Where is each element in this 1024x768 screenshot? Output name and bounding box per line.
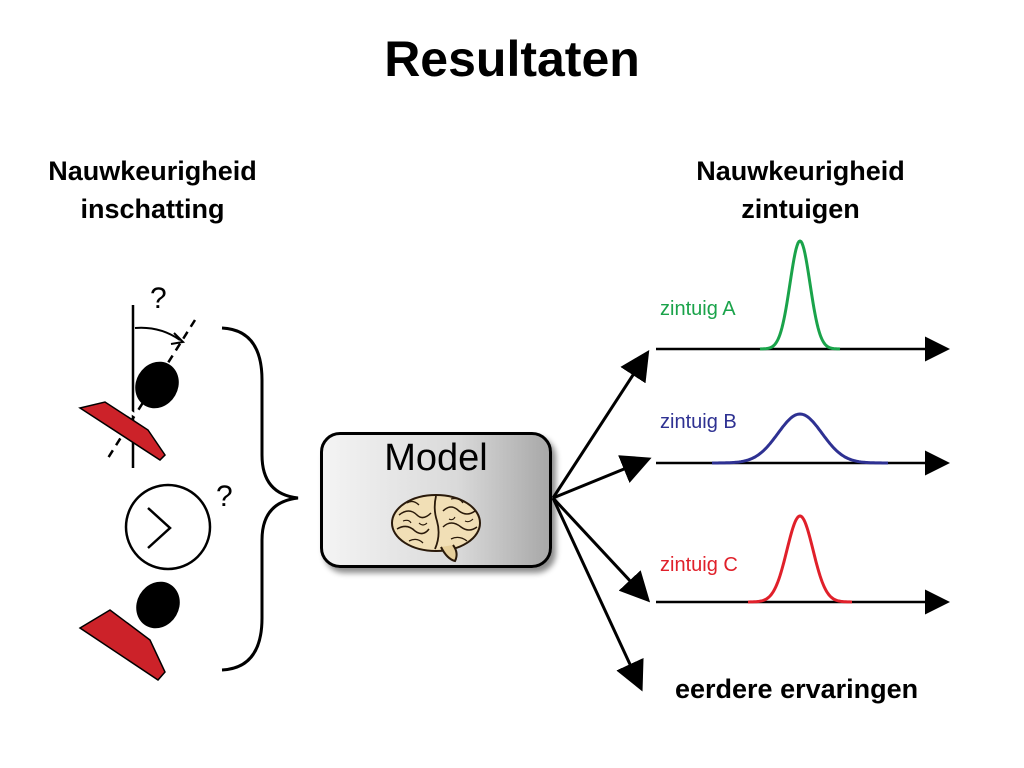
- right-heading-line1: Nauwkeurigheid: [696, 156, 905, 186]
- curve-sense-a: [759, 239, 841, 351]
- curve-sense-b: [712, 412, 888, 465]
- dial-icon: [124, 483, 212, 571]
- left-heading: Nauwkeurigheid inschatting: [20, 152, 285, 228]
- slide-title: Resultaten: [384, 31, 640, 87]
- grouping-brace: [221, 326, 299, 672]
- question-mark-dial: ?: [216, 480, 233, 513]
- arrow-to-experience: [551, 497, 644, 692]
- sense-label-a: zintuig A: [660, 298, 736, 320]
- sense-axes: [656, 336, 950, 615]
- question-mark-angle: ?: [150, 282, 167, 315]
- curve-sense-c: [748, 514, 852, 604]
- output-arrows: [551, 349, 652, 692]
- upright-head-icon: [78, 581, 180, 681]
- model-box: Model: [320, 432, 552, 568]
- arrow-to-sense-c: [551, 496, 651, 603]
- right-heading: Nauwkeurigheid zintuigen: [668, 152, 933, 228]
- left-heading-line1: Nauwkeurigheid: [48, 156, 257, 186]
- sense-label-b: zintuig B: [660, 411, 737, 433]
- brain-icon: [391, 494, 481, 563]
- arrow-to-sense-a: [551, 349, 650, 499]
- sense-label-c: zintuig C: [660, 554, 738, 576]
- tilted-head-icon: [78, 305, 197, 468]
- prior-experience-label: eerdere ervaringen: [675, 674, 919, 704]
- arrow-to-sense-b: [552, 455, 652, 500]
- left-heading-line2: inschatting: [80, 194, 225, 224]
- right-heading-line2: zintuigen: [741, 194, 860, 224]
- model-label: Model: [384, 437, 488, 479]
